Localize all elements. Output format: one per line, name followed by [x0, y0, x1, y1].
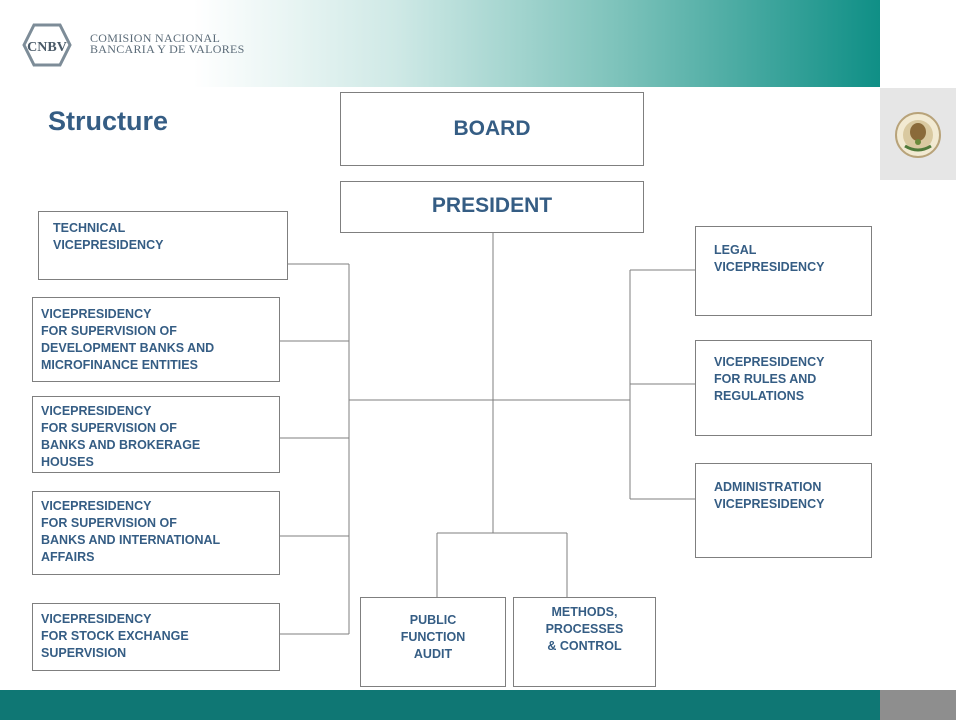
org-name: COMISION NACIONAL BANCARIA Y DE VALORES [90, 31, 245, 56]
board-label: BOARD [453, 117, 531, 140]
president-label: PRESIDENT [431, 194, 553, 217]
org-name-line2: BANCARIA Y DE VALORES [90, 42, 245, 56]
administration-vp-label: ADMINISTRATION VICEPRESIDENCY [714, 480, 825, 511]
org-name-line1: COMISION NACIONAL [90, 31, 221, 45]
president-box: PRESIDENT [340, 181, 644, 233]
methods-processes-control-label: METHODS, PROCESSES & CONTROL [545, 605, 624, 653]
legal-vp-box: LEGAL VICEPRESIDENCY [695, 226, 872, 316]
international-affairs-vp-box: VICEPRESIDENCY FOR SUPERVISION OF BANKS … [32, 491, 280, 575]
technical-vp-box: TECHNICAL VICEPRESIDENCY [38, 211, 288, 280]
rules-regulations-vp-label: VICEPRESIDENCY FOR RULES AND REGULATIONS [714, 355, 825, 403]
svg-text:CNBV: CNBV [27, 40, 67, 55]
administration-vp-box: ADMINISTRATION VICEPRESIDENCY [695, 463, 872, 558]
development-banks-vp-box: VICEPRESIDENCY FOR SUPERVISION OF DEVELO… [32, 297, 280, 382]
stock-exchange-vp-label: VICEPRESIDENCY FOR STOCK EXCHANGE SUPERV… [41, 612, 189, 660]
rules-regulations-vp-box: VICEPRESIDENCY FOR RULES AND REGULATIONS [695, 340, 872, 436]
footer-grey-block [880, 690, 956, 720]
development-banks-vp-label: VICEPRESIDENCY FOR SUPERVISION OF DEVELO… [41, 307, 215, 372]
public-function-audit-label: PUBLIC FUNCTION AUDIT [400, 613, 466, 661]
legal-vp-label: LEGAL VICEPRESIDENCY [714, 243, 825, 274]
slide-title: Structure [48, 106, 169, 136]
footer-band [0, 690, 880, 720]
cnbv-logo-icon: CNBV [22, 23, 72, 67]
stock-exchange-vp-box: VICEPRESIDENCY FOR STOCK EXCHANGE SUPERV… [32, 603, 280, 671]
methods-processes-control-box: METHODS, PROCESSES & CONTROL [513, 597, 656, 687]
brokerage-houses-vp-box: VICEPRESIDENCY FOR SUPERVISION OF BANKS … [32, 396, 280, 473]
international-affairs-vp-label: VICEPRESIDENCY FOR SUPERVISION OF BANKS … [41, 499, 221, 564]
brokerage-houses-vp-label: VICEPRESIDENCY FOR SUPERVISION OF BANKS … [41, 404, 201, 469]
public-function-audit-box: PUBLIC FUNCTION AUDIT [360, 597, 506, 687]
technical-vp-label: TECHNICAL VICEPRESIDENCY [53, 221, 164, 252]
header-band [0, 0, 880, 87]
mexican-seal-icon [895, 112, 941, 158]
board-box: BOARD [340, 92, 644, 166]
